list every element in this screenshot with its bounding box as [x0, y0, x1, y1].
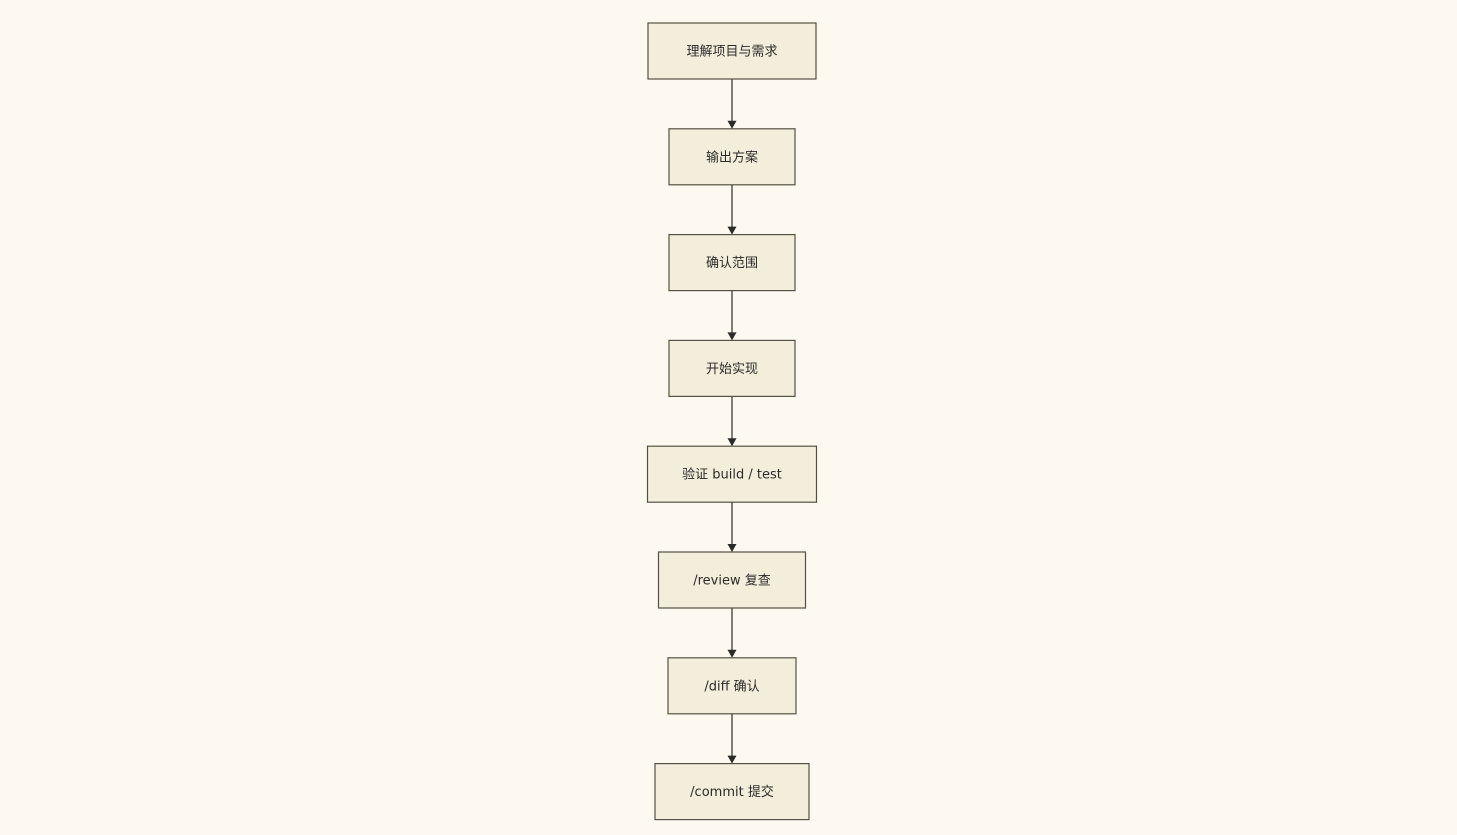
flow-node-label: 验证 build / test	[682, 467, 782, 483]
flow-arrow-confirm-scope-to-implement	[727, 290, 737, 341]
flow-node-diff: /diff 确认	[667, 657, 797, 715]
flow-arrowhead	[727, 226, 737, 235]
flow-node-label: 理解项目与需求	[686, 45, 777, 60]
flow-node-box	[647, 22, 817, 80]
flow-arrowhead	[727, 755, 737, 764]
flow-node-commit: /commit 提交	[654, 762, 810, 821]
flow-arrowhead	[727, 544, 737, 552]
flow-node-box	[657, 551, 807, 609]
flow-arrow-verify-to-review	[727, 502, 737, 552]
flow-node-label: /diff 确认	[704, 679, 759, 694]
flow-node-verify: 验证 build / test	[646, 445, 818, 503]
edges-layer	[727, 79, 737, 764]
flow-node-box	[646, 445, 818, 503]
flow-node-box	[668, 339, 796, 397]
flow-node-confirm-scope: 确认范围	[668, 234, 796, 292]
flow-arrow-understand-to-plan	[727, 79, 737, 129]
flow-node-understand: 理解项目与需求	[647, 22, 817, 80]
flow-arrow-diff-to-commit	[727, 713, 737, 764]
flow-node-box	[668, 128, 796, 186]
flow-node-plan: 输出方案	[668, 128, 796, 186]
flow-node-box	[668, 234, 796, 292]
flow-node-review: /review 复查	[657, 551, 807, 609]
flow-arrowhead	[727, 438, 737, 447]
flow-node-box	[667, 657, 797, 715]
flow-node-label: 确认范围	[706, 256, 758, 271]
flow-arrow-plan-to-confirm-scope	[727, 184, 737, 235]
flow-arrowhead	[727, 649, 737, 658]
flow-arrowhead	[727, 120, 737, 129]
flow-node-label: /commit 提交	[690, 784, 774, 800]
flow-node-label: 输出方案	[706, 149, 758, 165]
flow-arrowhead	[727, 332, 737, 341]
flow-node-label: 开始实现	[706, 362, 758, 377]
flow-node-box	[654, 762, 810, 821]
flow-arrow-implement-to-verify	[727, 396, 737, 447]
flow-arrow-review-to-diff	[727, 608, 737, 658]
flow-node-implement: 开始实现	[668, 339, 796, 397]
flow-node-label: /review 复查	[693, 574, 771, 589]
